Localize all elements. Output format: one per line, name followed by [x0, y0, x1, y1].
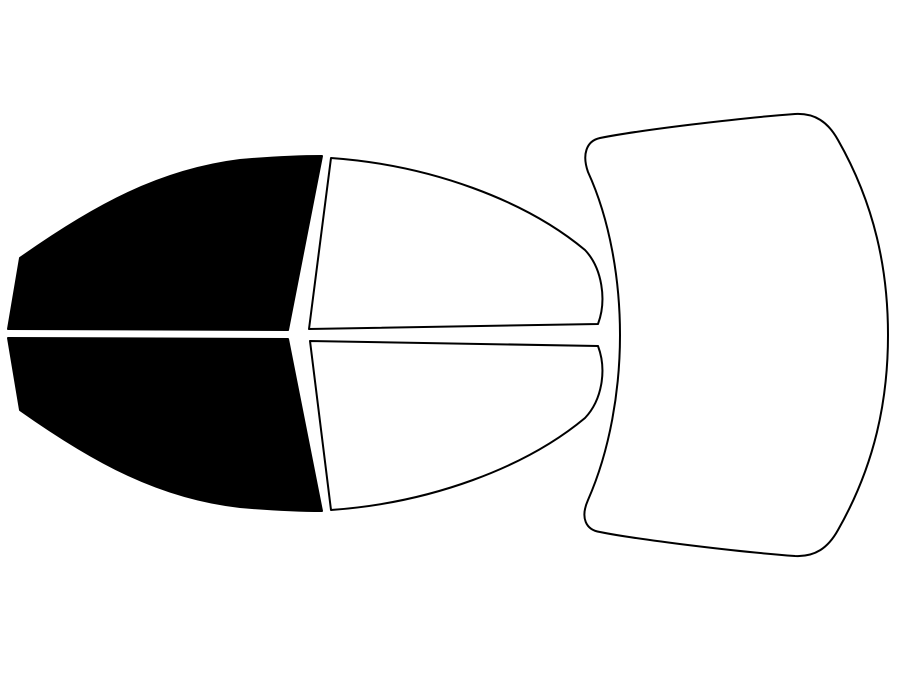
back-windshield — [583, 112, 889, 558]
front-window-lower — [7, 337, 323, 512]
rear-window-upper — [308, 157, 604, 330]
rear-window-lower — [309, 340, 604, 511]
front-window-upper — [7, 155, 323, 331]
